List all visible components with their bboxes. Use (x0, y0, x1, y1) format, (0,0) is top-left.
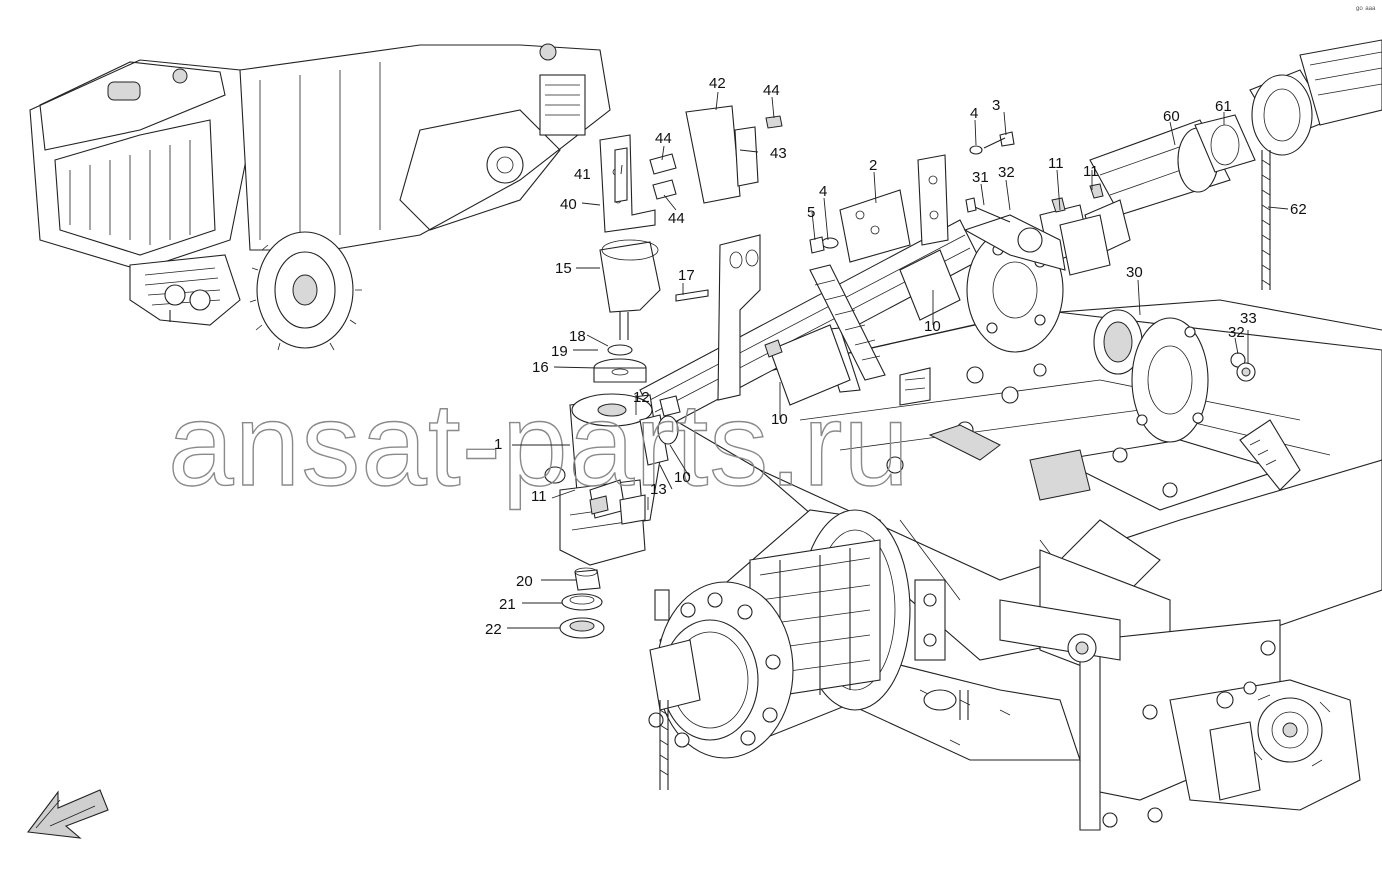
callout-19: 19 (551, 343, 568, 360)
callout-5: 5 (807, 204, 815, 221)
callout-20: 20 (516, 573, 533, 590)
axle-hub-assembly (648, 509, 969, 790)
callout-41: 41 (574, 166, 591, 183)
vehicle-overview (29, 43, 611, 351)
callout-3: 3 (992, 97, 1000, 114)
callout-21: 21 (499, 596, 516, 613)
callout-11-top-left: 11 (1048, 155, 1064, 172)
callout-62: 62 (1290, 201, 1307, 218)
upper-brackets (599, 105, 1015, 401)
callout-31: 31 (972, 169, 989, 186)
callout-11-valve: 11 (531, 488, 547, 505)
callout-40: 40 (560, 196, 577, 213)
callout-labels: 3 2 4 4 5 10 10 10 11 11 11 1 12 13 15 1… (485, 75, 1307, 638)
callout-42: 42 (709, 75, 726, 92)
callout-10-middle: 10 (771, 411, 788, 428)
callout-10-left: 10 (674, 469, 691, 486)
callout-44-right: 44 (763, 82, 780, 99)
callout-18: 18 (569, 328, 586, 345)
callout-22: 22 (485, 621, 502, 638)
callout-32-upper: 32 (998, 164, 1015, 181)
callout-4-upper: 4 (970, 105, 978, 122)
callout-4-lower: 4 (819, 183, 827, 200)
callout-44-upper: 44 (655, 130, 672, 147)
callout-43: 43 (770, 145, 787, 162)
callout-12: 12 (633, 389, 650, 406)
callout-61: 61 (1215, 98, 1232, 115)
valve-assembly (544, 239, 681, 639)
leader-lines (507, 91, 1289, 629)
callout-44-lower: 44 (668, 210, 685, 227)
callout-17: 17 (678, 267, 695, 284)
callout-11-top-right: 11 (1083, 163, 1099, 180)
callout-30: 30 (1126, 264, 1143, 281)
corner-mark: ᵍᵒ ᵃᵃᵃ (1356, 4, 1376, 14)
callout-60: 60 (1163, 108, 1180, 125)
callout-1: 1 (494, 436, 502, 453)
direction-arrow-icon (26, 789, 109, 839)
callout-33: 33 (1240, 310, 1257, 327)
flange-assembly (963, 214, 1256, 443)
callout-15: 15 (555, 260, 572, 277)
callout-10-right: 10 (924, 318, 941, 335)
callout-2: 2 (869, 157, 877, 174)
callout-32-lower: 32 (1228, 324, 1245, 341)
callout-13: 13 (650, 481, 667, 498)
callout-16: 16 (532, 359, 549, 376)
